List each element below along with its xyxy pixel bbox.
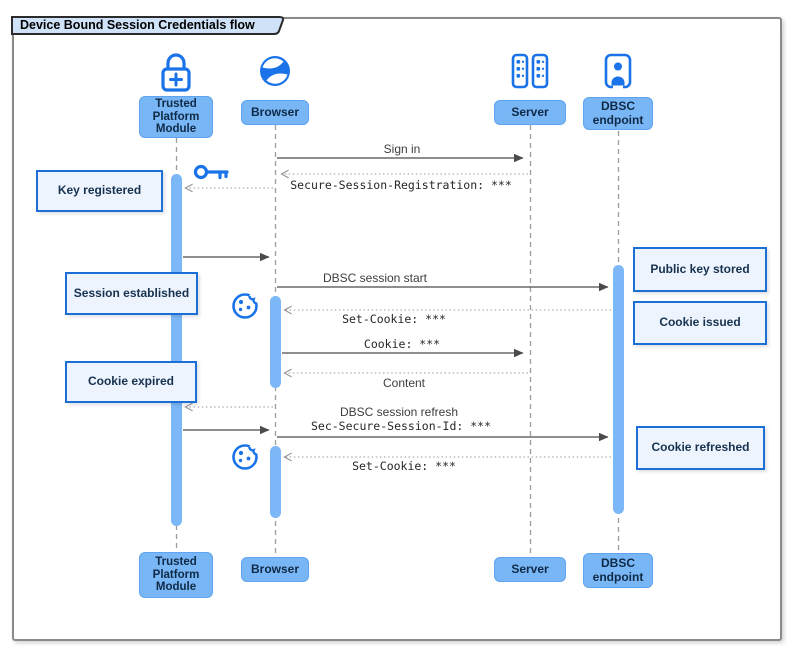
server-racks-icon [510,53,550,89]
cookie-icon [230,291,260,321]
actor-tpm-bottom: Trusted Platform Module [139,552,213,598]
title-tab-shape [11,16,285,35]
lock-plus-icon [156,50,196,94]
note-key-registered: Key registered [36,170,163,212]
actor-browser-bottom: Browser [241,557,309,582]
message-dbsc-session-start: DBSC session start [322,271,428,285]
actor-dbsc-endpoint-top: DBSC endpoint [583,97,653,130]
actor-browser-top: Browser [241,100,309,125]
note-cookie-issued: Cookie issued [633,301,767,345]
message-sec-secure-session-id: Sec-Secure-Session-Id: *** [310,419,492,433]
message-cookie: Cookie: *** [363,337,441,351]
actor-dbsc-endpoint-bottom: DBSC endpoint [583,553,653,588]
note-cookie-expired: Cookie expired [65,361,197,403]
message-set-cookie-2: Set-Cookie: *** [352,459,456,473]
note-cookie-refreshed: Cookie refreshed [636,426,765,470]
globe-icon [257,53,293,89]
note-public-key-stored: Public key stored [633,247,767,292]
actor-tpm-top: Trusted Platform Module [139,96,213,138]
note-session-established: Session established [65,272,198,315]
id-badge-icon [601,52,635,90]
message-content: Content [382,376,426,390]
message-set-cookie-1: Set-Cookie: *** [342,312,446,326]
actor-server-bottom: Server [494,557,566,582]
diagram-title-tab: Device Bound Session Credentials flow [11,14,301,38]
actor-server-top: Server [494,100,566,125]
key-icon [192,158,232,186]
cookie-icon [230,442,260,472]
page-title: Device Bound Session Credentials flow [20,18,255,32]
message-session-registration: Secure-Session-Registration: *** [290,178,512,192]
message-dbsc-session-refresh: DBSC session refresh [339,405,459,419]
message-sign-in: Sign in [383,142,421,156]
